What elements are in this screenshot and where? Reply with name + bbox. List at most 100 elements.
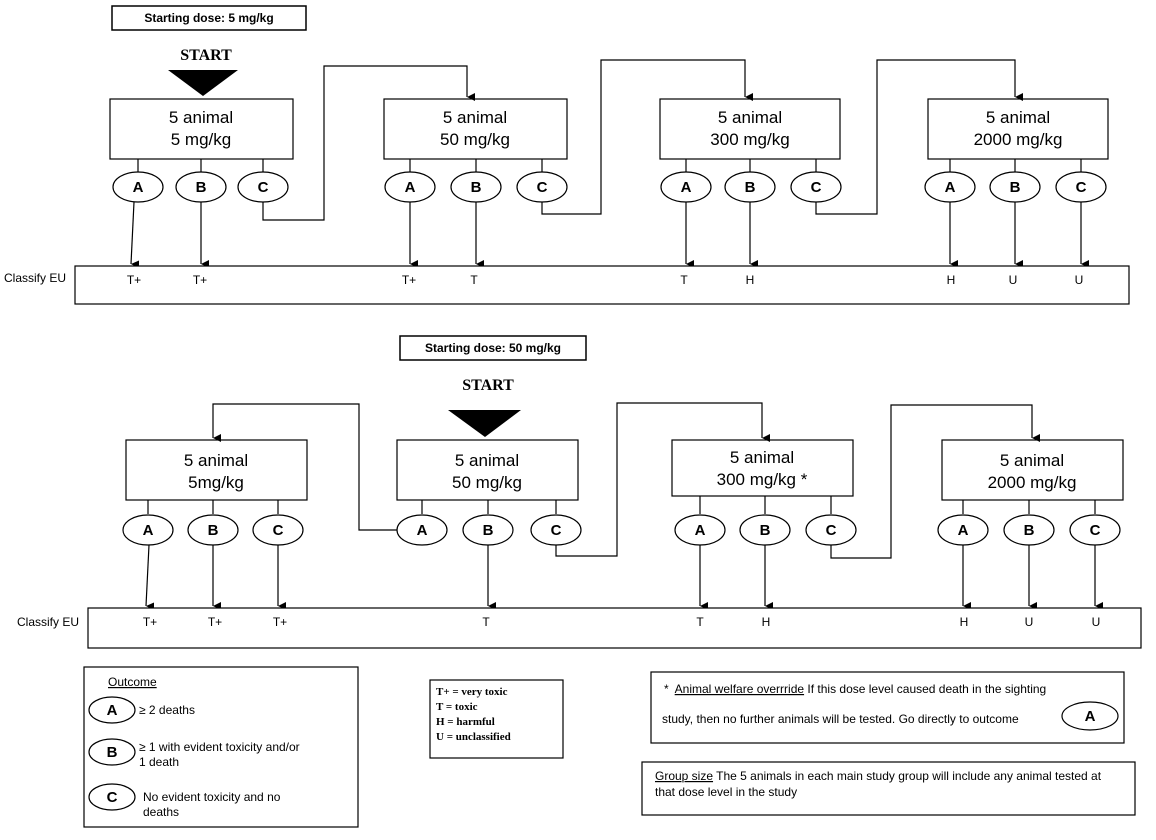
legend-title: Outcome	[108, 675, 157, 689]
classify-arrows-1	[130, 201, 1089, 269]
classification: T	[680, 273, 688, 287]
classification: T	[482, 615, 490, 629]
starting-dose-label-2: Starting dose: 50 mg/kg	[425, 341, 561, 355]
outcome-oval-letter: A	[681, 179, 692, 196]
classification: T+	[143, 615, 157, 629]
dose-box-dose: 300 mg/kg	[710, 130, 789, 149]
dose-box-1-4: 5 animal 2000 mg/kg	[927, 98, 1109, 160]
panel-1: Starting dose: 5 mg/kg START 5 animal 5 …	[4, 5, 1130, 305]
dose-box-animals: 5 animal	[718, 108, 782, 127]
dose-box-dose: 50 mg/kg	[452, 473, 522, 492]
dose-box-animals: 5 animal	[730, 448, 794, 467]
dose-box-dose: 2000 mg/kg	[988, 473, 1077, 492]
classification: U	[1009, 273, 1018, 287]
key-line: U = unclassified	[436, 731, 511, 743]
legend-desc: ≥ 1 with evident toxicity and/or	[139, 740, 300, 754]
classification: T+	[193, 273, 207, 287]
outcome-legend: Outcome A ≥ 2 deaths B ≥ 1 with evident …	[83, 666, 359, 828]
dose-box-2-3: 5 animal 300 mg/kg *	[671, 439, 854, 497]
escalation-paths-1	[262, 59, 1023, 221]
start-triangle-2	[448, 410, 521, 437]
dose-box-dose: 5mg/kg	[188, 473, 244, 492]
welfare-text: If this dose level caused death in the s…	[804, 682, 1046, 696]
group-size-line1: Group size The 5 animals in each main st…	[655, 769, 1102, 783]
outcome-oval-letter: C	[811, 179, 822, 196]
outcome-oval-letter: A	[143, 522, 154, 539]
classify-bar-2	[87, 607, 1142, 649]
group-size-line2: that dose level in the study	[655, 785, 797, 799]
oval-row-2: A B C A B C A B C A B C	[122, 514, 1121, 546]
dose-box-2-4: 5 animal 2000 mg/kg	[941, 439, 1124, 501]
dose-box-dose: 5 mg/kg	[171, 130, 231, 149]
outcome-oval-letter: C	[826, 522, 837, 539]
welfare-star: *	[664, 682, 669, 696]
outcome-oval-letter: B	[471, 179, 482, 196]
dose-box-1-2: 5 animal 50 mg/kg	[383, 98, 568, 160]
legend-desc: No evident toxicity and no	[143, 790, 281, 804]
dose-box-animals: 5 animal	[1000, 451, 1064, 470]
classification: T+	[402, 273, 416, 287]
welfare-outcome-letter: A	[1085, 708, 1096, 725]
welfare-title: Animal welfare overrride	[675, 682, 805, 696]
legend-letter: C	[107, 789, 118, 806]
outcome-oval-letter: A	[945, 179, 956, 196]
dose-box-animals: 5 animal	[169, 108, 233, 127]
starting-dose-box-1: Starting dose: 5 mg/kg	[111, 5, 307, 31]
outcome-oval-letter: A	[405, 179, 416, 196]
classification: T	[696, 615, 704, 629]
classification: U	[1075, 273, 1084, 287]
welfare-note-line1: * Animal welfare overrride If this dose l…	[664, 682, 1046, 696]
dose-box-dose: 50 mg/kg	[440, 130, 510, 149]
outcome-oval-letter: B	[1024, 522, 1035, 539]
classify-bar-1	[74, 265, 1130, 305]
outcome-oval-letter: B	[1010, 179, 1021, 196]
outcome-oval-letter: A	[133, 179, 144, 196]
legend-desc: ≥ 2 deaths	[139, 703, 195, 717]
outcome-oval-letter: B	[196, 179, 207, 196]
starting-dose-box-2: Starting dose: 50 mg/kg	[399, 335, 587, 361]
classification: T+	[273, 615, 287, 629]
outcome-oval-letter: C	[1090, 522, 1101, 539]
outcome-oval-letter: C	[537, 179, 548, 196]
outcome-oval-letter: A	[958, 522, 969, 539]
outcome-oval-a	[112, 171, 164, 203]
dose-box-animals: 5 animal	[986, 108, 1050, 127]
panel-2: Starting dose: 50 mg/kg START 5 animal 5…	[17, 335, 1142, 649]
legend-oval-a	[88, 696, 136, 724]
dose-box-2-1: 5 animal 5mg/kg	[125, 439, 308, 501]
start-triangle-1	[168, 70, 238, 96]
legend-letter: A	[107, 702, 118, 719]
outcome-oval-letter: A	[417, 522, 428, 539]
classification: H	[746, 273, 755, 287]
classify-arrows-2	[145, 544, 1103, 611]
key-line: H = harmful	[436, 716, 495, 728]
dose-box-1-3: 5 animal 300 mg/kg	[659, 98, 841, 160]
dose-box-1-1: 5 animal 5 mg/kg	[109, 98, 294, 160]
outcome-oval-letter: A	[695, 522, 706, 539]
classification: H	[960, 615, 969, 629]
classify-label-2: Classify EU	[17, 615, 79, 629]
start-label-2: START	[462, 377, 514, 394]
outcome-oval-letter: B	[760, 522, 771, 539]
welfare-note-line2: study, then no further animals will be t…	[662, 712, 1019, 726]
start-label-1: START	[180, 47, 232, 64]
dose-box-animals: 5 animal	[184, 451, 248, 470]
classifications-2: T+ T+ T+ T T H H U U	[143, 615, 1101, 629]
legend-oval-c	[88, 783, 136, 811]
outcome-oval-letter: B	[208, 522, 219, 539]
classification-key: T+ = very toxic T = toxic H = harmful U …	[429, 679, 564, 759]
outcome-oval-letter: B	[745, 179, 756, 196]
classification: U	[1025, 615, 1034, 629]
outcome-oval-letter: C	[273, 522, 284, 539]
dose-box-dose: 300 mg/kg *	[717, 470, 808, 489]
outcome-oval-letter: C	[1076, 179, 1087, 196]
outcome-oval-letter: C	[551, 522, 562, 539]
legend-desc: 1 death	[139, 755, 179, 769]
classification: T+	[127, 273, 141, 287]
outcome-oval-letter: B	[483, 522, 494, 539]
dose-box-animals: 5 animal	[455, 451, 519, 470]
classify-label-1: Classify EU	[4, 271, 66, 285]
outcome-oval-a	[122, 514, 174, 546]
escalation-paths-2	[212, 402, 1040, 559]
group-size-note: Group size The 5 animals in each main st…	[641, 761, 1136, 816]
